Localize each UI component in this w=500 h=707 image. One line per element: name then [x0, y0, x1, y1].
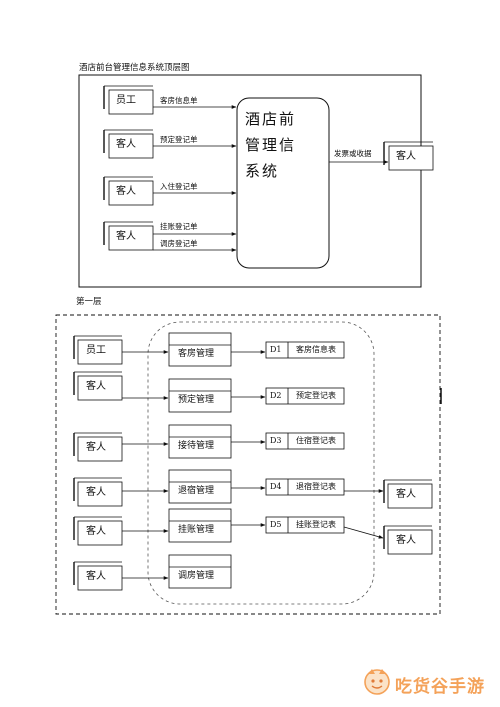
l1-entity-g4	[73, 516, 123, 546]
system-box	[236, 97, 330, 269]
store-box-d5	[265, 516, 345, 534]
process-label-1: 客房管理	[178, 349, 215, 359]
system-label-line2: 管理信	[245, 136, 297, 154]
process-label-3: 接待管理	[178, 441, 215, 451]
top-entity-staff-label: 员工	[116, 95, 136, 106]
store-id-d1: D1	[270, 345, 282, 354]
top-entity-guest-out-label: 客人	[396, 151, 416, 162]
watermark-text: 吃货谷手游	[395, 677, 485, 697]
l1-entity-staff	[73, 335, 123, 365]
l1-entity-out1	[383, 479, 433, 509]
flow-label-hang-account: 挂账登记单	[160, 222, 198, 231]
top-entity-guest1-label: 客人	[116, 139, 136, 150]
level1-title: 第一层	[76, 297, 102, 307]
process-label-5: 挂账管理	[178, 525, 215, 535]
store-box-d4	[265, 478, 345, 496]
l1-entity-g2	[73, 432, 123, 462]
l1-entity-out2-label: 客人	[396, 535, 416, 546]
process-group-boundary	[147, 321, 375, 605]
top-entity-guest3-label: 客人	[116, 231, 136, 242]
system-label-line3: 系统	[245, 162, 280, 180]
l1-entity-g2-label: 客人	[86, 442, 106, 453]
l1-entity-g5	[73, 561, 123, 591]
level1-frame	[55, 314, 441, 615]
store-id-d3: D3	[270, 436, 282, 445]
process-box-4	[168, 469, 232, 504]
l1-entity-g3	[73, 477, 123, 507]
l1-entity-g4-label: 客人	[86, 526, 106, 537]
l1-entity-staff-label: 员工	[86, 345, 106, 356]
flow-label-booking: 预定登记单	[160, 135, 198, 144]
top-diagram-frame	[78, 74, 422, 288]
process-box-5	[168, 508, 232, 543]
store-name-d3: 住宿登记表	[296, 436, 336, 445]
l1-flow-d5-out2	[343, 526, 384, 539]
entity-box-staff	[103, 85, 154, 115]
flow-label-checkin: 入住登记单	[160, 182, 198, 191]
top-entity-guest2-label: 客人	[116, 186, 136, 197]
process-box-3	[168, 424, 232, 459]
store-id-d5: D5	[270, 520, 282, 529]
store-box-d1	[265, 341, 345, 359]
l1-entity-g1-label: 客人	[86, 381, 106, 392]
store-name-d4: 退宿登记表	[296, 482, 336, 491]
system-label-line1: 酒店前	[245, 110, 297, 128]
process-label-2: 预定管理	[178, 395, 215, 405]
store-box-d3	[265, 432, 345, 450]
flow-label-room-change: 调房登记单	[160, 239, 198, 248]
entity-box-guest3	[103, 221, 154, 251]
process-box-6	[168, 554, 232, 589]
store-name-d5: 挂账登记表	[296, 520, 336, 529]
watermark-logo: 吃货谷手游	[362, 666, 492, 700]
l1-entity-g1	[73, 371, 123, 401]
l1-entity-out2	[383, 525, 433, 555]
store-id-d4: D4	[270, 482, 282, 491]
process-box-2	[168, 378, 232, 413]
store-name-d1: 客房信息表	[296, 345, 336, 354]
flow-label-room-info: 客房信息单	[160, 96, 198, 105]
process-label-4: 退宿管理	[178, 486, 215, 496]
store-box-d2	[265, 387, 345, 405]
store-name-d2: 预定登记表	[296, 391, 336, 400]
l1-entity-g3-label: 客人	[86, 487, 106, 498]
top-diagram-title: 酒店前台管理信息系统顶层图	[79, 63, 190, 73]
flow-label-invoice: 发票或收据	[334, 149, 372, 158]
l1-entity-g5-label: 客人	[86, 571, 106, 582]
mascot-face-icon	[364, 669, 390, 695]
process-label-6: 调房管理	[178, 571, 215, 581]
entity-box-guest-out	[383, 141, 434, 171]
l1-entity-out1-label: 客人	[396, 489, 416, 500]
process-box-1	[168, 332, 232, 367]
store-id-d2: D2	[270, 391, 282, 400]
